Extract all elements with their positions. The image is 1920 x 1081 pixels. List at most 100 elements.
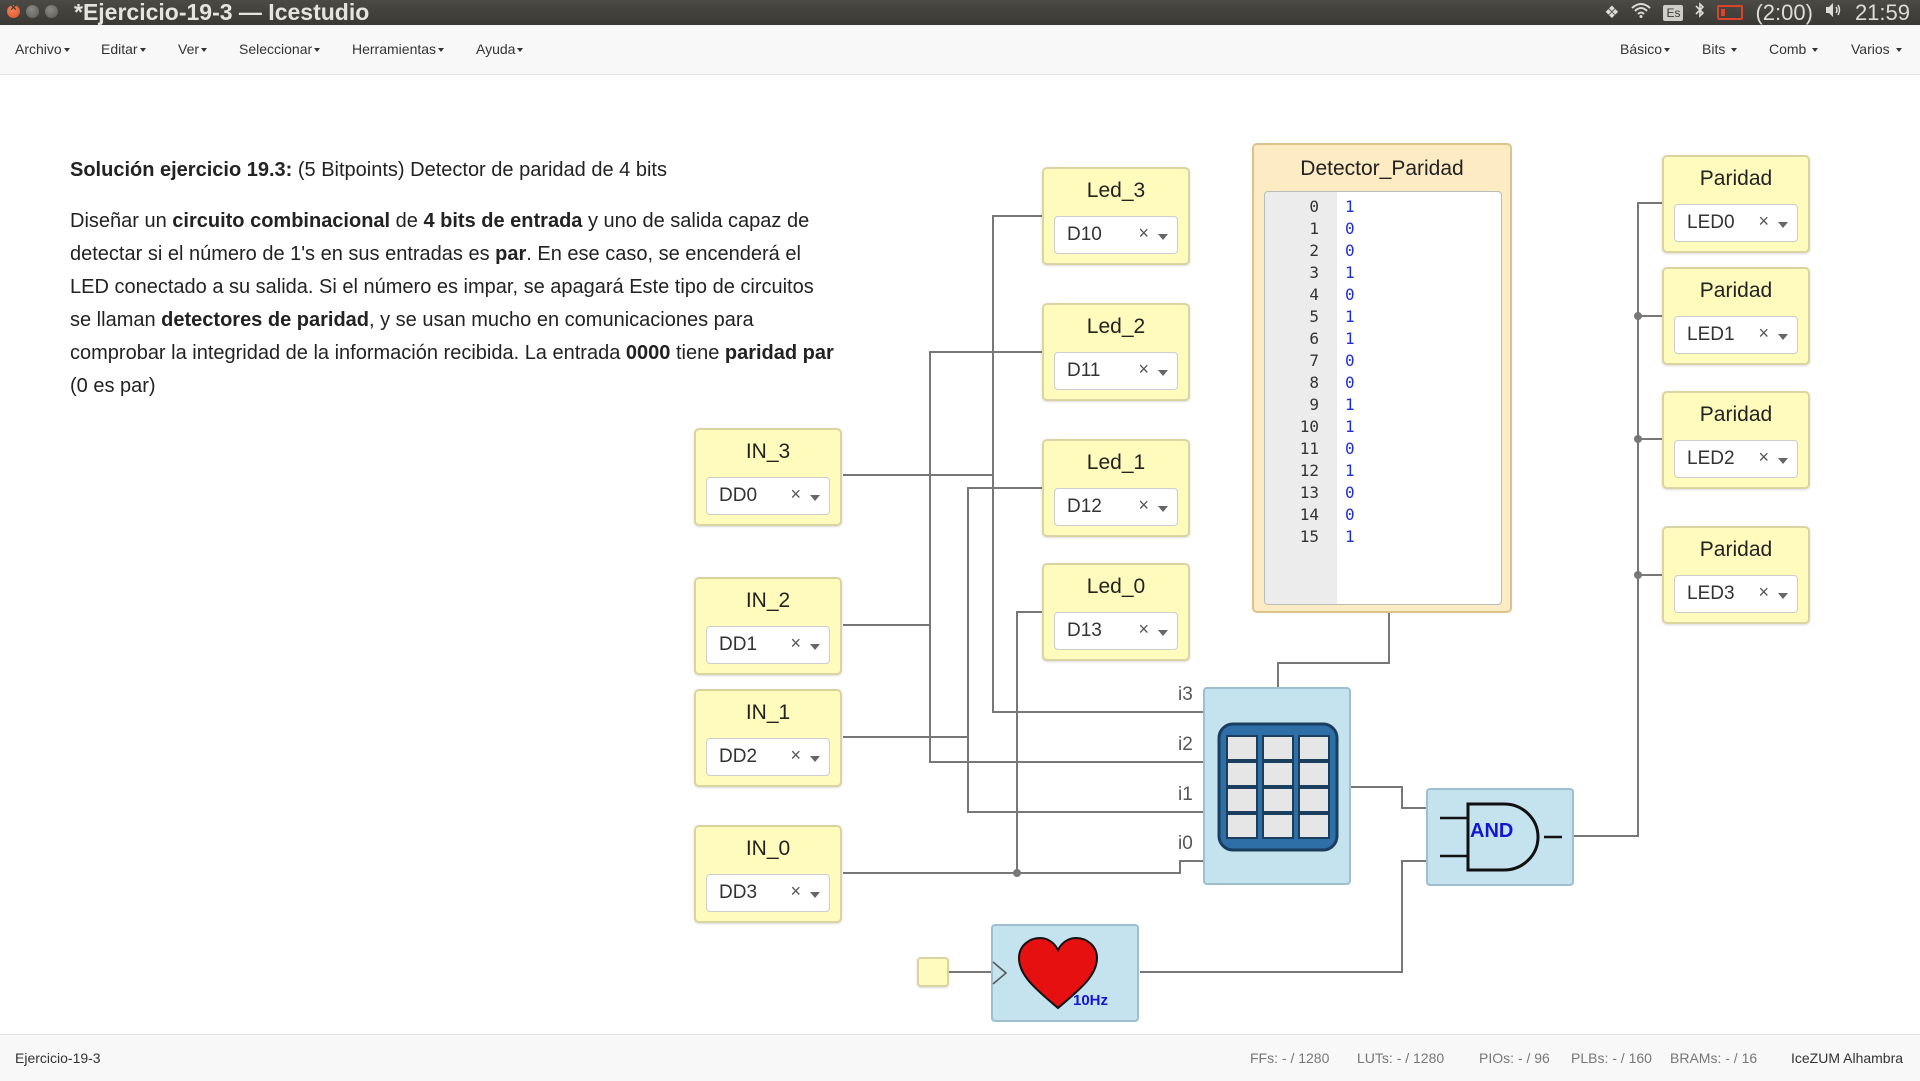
- menu-archivo[interactable]: Archivo: [15, 25, 70, 74]
- pin-select[interactable]: LED3×: [1674, 575, 1798, 613]
- clock-input-port[interactable]: [917, 957, 949, 987]
- volume-icon[interactable]: [1825, 2, 1843, 23]
- memory-value[interactable]: 1: [1345, 307, 1355, 326]
- clock-block[interactable]: [991, 924, 1139, 1022]
- dropdown-arrow-icon[interactable]: [1778, 458, 1788, 464]
- memory-value[interactable]: 0: [1345, 483, 1355, 502]
- memory-value[interactable]: 1: [1345, 461, 1355, 480]
- memory-value[interactable]: 1: [1345, 329, 1355, 348]
- dropdown-arrow-icon[interactable]: [1778, 334, 1788, 340]
- memory-value[interactable]: 1: [1345, 417, 1355, 436]
- led-block-led2[interactable]: Led_2 D11×: [1042, 303, 1190, 401]
- memory-value[interactable]: 0: [1345, 241, 1355, 260]
- clear-icon[interactable]: ×: [1138, 359, 1149, 379]
- menu-bits[interactable]: Bits: [1702, 25, 1738, 74]
- clear-icon[interactable]: ×: [790, 881, 801, 901]
- table-block[interactable]: [1203, 687, 1351, 885]
- input-block-in3[interactable]: IN_3 DD0×: [694, 428, 842, 526]
- pin-select[interactable]: LED1×: [1674, 316, 1798, 354]
- memory-value[interactable]: 0: [1345, 219, 1355, 238]
- clear-icon[interactable]: ×: [790, 745, 801, 765]
- memory-value[interactable]: 1: [1345, 527, 1355, 546]
- maximize-icon[interactable]: [45, 5, 58, 18]
- pin-select[interactable]: DD2×: [706, 738, 830, 776]
- menu-herramientas[interactable]: Herramientas: [352, 25, 445, 74]
- pin-select[interactable]: D11×: [1054, 352, 1178, 390]
- led-name: Led_3: [1086, 179, 1146, 202]
- dropdown-arrow-icon[interactable]: [1158, 506, 1168, 512]
- pin-select[interactable]: DD0×: [706, 477, 830, 515]
- clock[interactable]: 21:59: [1854, 0, 1910, 25]
- output-block-led1[interactable]: Paridad LED1×: [1662, 267, 1810, 365]
- design-canvas[interactable]: Solución ejercicio 19.3: (5 Bitpoints) D…: [0, 75, 1920, 1034]
- pin-select[interactable]: LED0×: [1674, 204, 1798, 242]
- dropdown-arrow-icon[interactable]: [810, 644, 820, 650]
- clear-icon[interactable]: ×: [1138, 495, 1149, 515]
- status-bar: Ejercicio-19-3 FFs: - / 1280 LUTs: - / 1…: [0, 1034, 1920, 1081]
- clear-icon[interactable]: ×: [1138, 619, 1149, 639]
- close-icon[interactable]: ×: [7, 2, 20, 18]
- battery-icon[interactable]: [1717, 5, 1744, 20]
- output-block-led0[interactable]: Paridad LED0×: [1662, 155, 1810, 253]
- clear-icon[interactable]: ×: [790, 484, 801, 504]
- dropdown-arrow-icon[interactable]: [810, 495, 820, 501]
- menu-editar[interactable]: Editar: [101, 25, 146, 74]
- menu-comb[interactable]: Comb: [1769, 25, 1819, 74]
- dropdown-arrow-icon[interactable]: [1158, 630, 1168, 636]
- menu-basico[interactable]: Básico: [1620, 25, 1671, 74]
- clear-icon[interactable]: ×: [1758, 582, 1769, 602]
- input-block-in2[interactable]: IN_2 DD1×: [694, 577, 842, 675]
- port-label-i0: i0: [1178, 833, 1193, 854]
- memory-value[interactable]: 0: [1345, 351, 1355, 370]
- pin-value: DD1: [719, 634, 758, 655]
- stat-value: - / 1280: [1281, 1050, 1330, 1066]
- output-block-led2[interactable]: Paridad LED2×: [1662, 391, 1810, 489]
- led-block-led1[interactable]: Led_1 D12×: [1042, 439, 1190, 537]
- pin-select[interactable]: DD3×: [706, 874, 830, 912]
- menu-label: Herramientas: [352, 41, 437, 57]
- memory-value[interactable]: 0: [1345, 439, 1355, 458]
- dropdown-arrow-icon[interactable]: [810, 756, 820, 762]
- stat-label: FFs:: [1250, 1050, 1278, 1066]
- and-block[interactable]: [1426, 788, 1574, 886]
- pin-select[interactable]: DD1 ×: [706, 626, 830, 664]
- clear-icon[interactable]: ×: [1758, 211, 1769, 231]
- wire: [1277, 613, 1390, 687]
- pin-select[interactable]: D10×: [1054, 216, 1178, 254]
- clear-icon[interactable]: ×: [1758, 447, 1769, 467]
- led-block-led0[interactable]: Led_0 D13×: [1042, 563, 1190, 661]
- dropbox-icon[interactable]: ❖: [1604, 2, 1620, 22]
- output-block-led3[interactable]: Paridad LED3×: [1662, 526, 1810, 624]
- wifi-icon[interactable]: [1631, 2, 1652, 23]
- dropdown-arrow-icon[interactable]: [1778, 593, 1788, 599]
- dropdown-arrow-icon[interactable]: [1778, 222, 1788, 228]
- clear-icon[interactable]: ×: [1758, 323, 1769, 343]
- board-name[interactable]: IceZUM Alhambra: [1791, 1050, 1904, 1066]
- keyboard-layout-indicator[interactable]: Es: [1663, 4, 1684, 21]
- led-block-led3[interactable]: Led_3 D10×: [1042, 167, 1190, 265]
- clear-icon[interactable]: ×: [1138, 223, 1149, 243]
- memory-value[interactable]: 1: [1345, 197, 1355, 216]
- menu-ver[interactable]: Ver: [178, 25, 208, 74]
- minimize-icon[interactable]: [26, 5, 39, 18]
- pin-select[interactable]: LED2×: [1674, 440, 1798, 478]
- menu-varios[interactable]: Varios: [1851, 25, 1902, 74]
- menu-ayuda[interactable]: Ayuda: [476, 25, 524, 74]
- clear-icon[interactable]: ×: [790, 633, 801, 653]
- input-block-in0[interactable]: IN_0 DD3×: [694, 825, 842, 923]
- memory-value[interactable]: 1: [1345, 263, 1355, 282]
- menu-seleccionar[interactable]: Seleccionar: [239, 25, 321, 74]
- dropdown-arrow-icon[interactable]: [810, 892, 820, 898]
- dropdown-arrow-icon[interactable]: [1158, 234, 1168, 240]
- dropdown-arrow-icon[interactable]: [1158, 370, 1168, 376]
- pin-select[interactable]: D12×: [1054, 488, 1178, 526]
- memory-value[interactable]: 1: [1345, 395, 1355, 414]
- input-block-in1[interactable]: IN_1 DD2×: [694, 689, 842, 787]
- pin-select[interactable]: D13×: [1054, 612, 1178, 650]
- memory-value[interactable]: 0: [1345, 285, 1355, 304]
- bluetooth-icon[interactable]: [1695, 2, 1705, 23]
- memory-value[interactable]: 0: [1345, 373, 1355, 392]
- memory-value[interactable]: 0: [1345, 505, 1355, 524]
